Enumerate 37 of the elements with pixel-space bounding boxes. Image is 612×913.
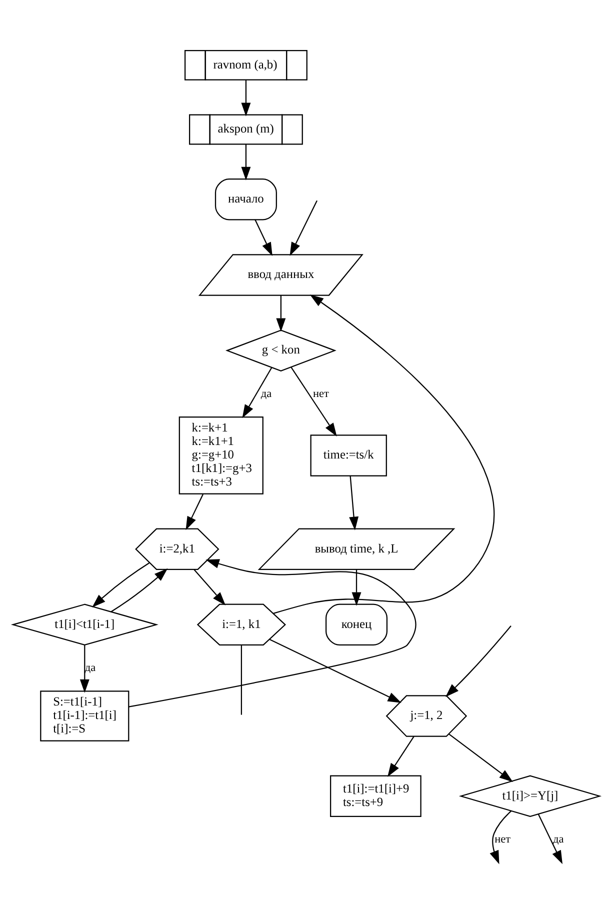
arrow [269,638,402,702]
arrow [242,366,272,418]
arrow [490,810,512,864]
node-box: k:=k+1 k:=k1+1 g:=g+10 t1[k1]:=g+3 ts:=ts+3 [178,416,264,494]
arrow [186,494,204,530]
arrow [92,562,150,607]
node-box: конец [325,603,388,646]
arrow [349,475,359,530]
arrow [538,813,563,864]
arrow [445,625,512,696]
node-diamond: t1[i]>=Y[j] [458,774,602,817]
edge-label: да [553,832,564,845]
arrow [352,568,362,606]
arrow [448,733,513,782]
arrow [290,366,337,436]
edge-label: да [260,387,272,400]
edge-label: да [84,661,96,674]
arrow [241,144,251,180]
node-box: t1[i]:=t1[i]+9 ts:=ts+9 [330,774,422,816]
arrow [273,294,494,614]
arrow [254,219,272,256]
edge-label: нет [494,832,511,845]
arrow [276,294,286,332]
arrow [194,568,226,605]
arrow [241,80,251,116]
node-diamond: t1[i]<t1[i-1] [10,603,158,646]
arrow [290,200,318,256]
edge-label: нет [313,387,329,400]
arrow [80,644,90,692]
node-box: начало [214,178,277,220]
connector [240,644,242,714]
node-box: S:=t1[i-1] t1[i-1]:=t1[i] t[i]:=S [40,690,130,741]
arrow [128,558,416,707]
arrow [388,736,414,776]
node-diamond: g < kon [225,329,336,371]
node-box: time:=ts/k [310,434,387,476]
arrow [110,568,168,612]
